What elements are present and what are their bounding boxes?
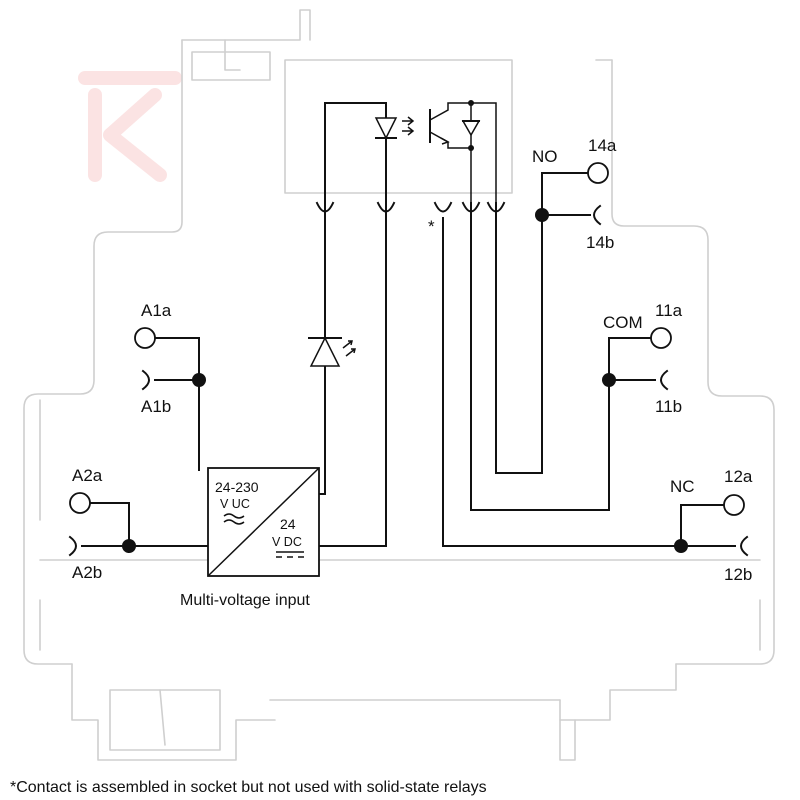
label-12b: 12b <box>724 565 752 584</box>
label-a1b: A1b <box>141 397 171 416</box>
terminal-a1b <box>141 369 150 391</box>
terminal-a2b <box>68 535 77 557</box>
terminal-14a <box>587 162 609 184</box>
relay-module-box <box>284 59 513 194</box>
multi-voltage-caption: Multi-voltage input <box>180 592 310 609</box>
label-14a: 14a <box>588 136 617 155</box>
wiring <box>81 172 736 547</box>
power-converter: 24-230 V UC 24 V DC <box>207 467 320 577</box>
asterisk-marker: * <box>428 217 435 236</box>
converter-input-range: 24-230 <box>215 479 259 495</box>
label-nc: NC <box>670 477 695 496</box>
module-pin-sockets <box>315 201 506 219</box>
terminal-14b <box>593 204 602 226</box>
label-12a: 12a <box>724 467 753 486</box>
junction-nodes <box>122 208 688 553</box>
footnote: *Contact is assembled in socket but not … <box>10 779 487 796</box>
converter-input-unit: V UC <box>220 497 250 511</box>
phototransistor-output <box>429 100 497 203</box>
socket-housing-outline <box>23 9 775 761</box>
terminal-a1a <box>134 327 156 349</box>
converter-output-value: 24 <box>280 516 296 532</box>
terminal-11b <box>660 369 669 391</box>
terminal-12a <box>723 494 745 516</box>
terminal-11a <box>650 327 672 349</box>
indicator-led <box>308 336 356 367</box>
terminal-a2a <box>69 492 91 514</box>
label-no: NO <box>532 147 558 166</box>
label-11a: 11a <box>655 301 683 320</box>
label-a2b: A2b <box>72 563 102 582</box>
label-a1a: A1a <box>141 301 172 320</box>
label-11b: 11b <box>655 397 682 416</box>
terminal-12b <box>740 535 749 557</box>
optocoupler-input <box>324 102 415 204</box>
label-com: COM <box>603 313 643 332</box>
label-14b: 14b <box>586 233 614 252</box>
watermark-logo <box>78 71 182 182</box>
converter-output-unit: V DC <box>272 535 302 549</box>
label-a2a: A2a <box>72 466 103 485</box>
